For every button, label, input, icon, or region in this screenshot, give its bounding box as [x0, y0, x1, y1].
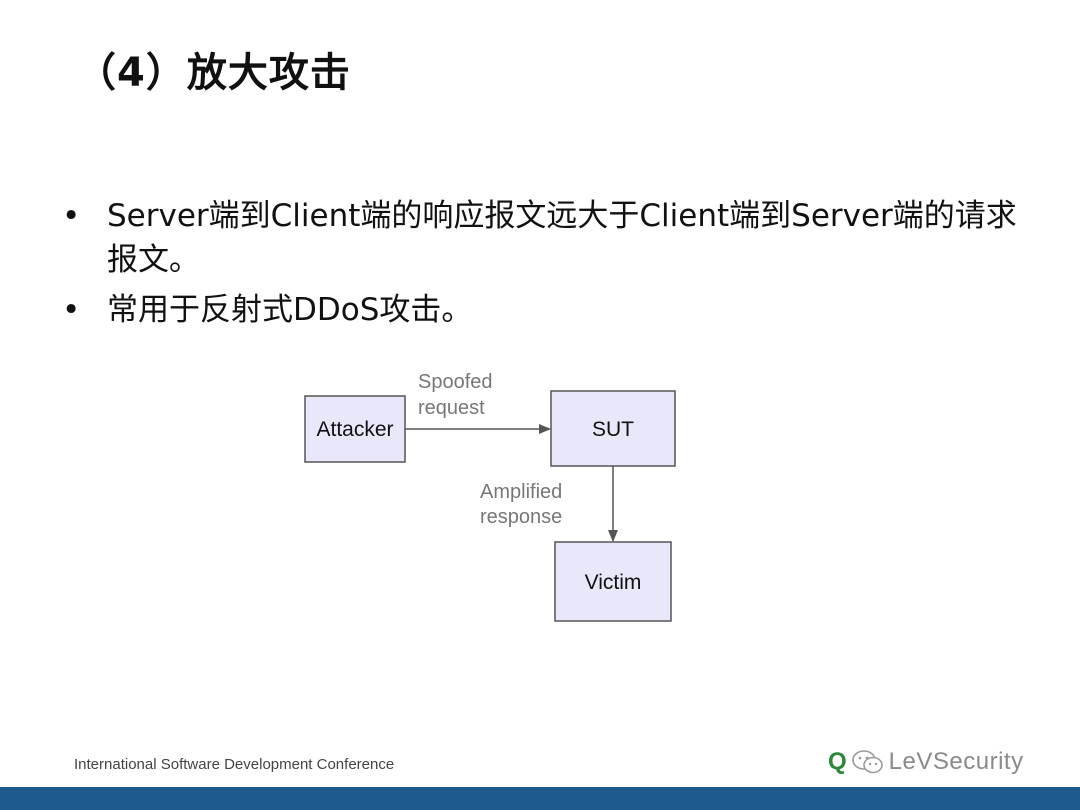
spoofed-label-line2: request	[418, 397, 485, 419]
amplified-label-line2: response	[480, 506, 562, 528]
logo-letter: Q	[828, 748, 847, 775]
sut-label: SUT	[592, 418, 634, 441]
bullet-dot: •	[62, 292, 81, 328]
victim-node	[554, 541, 672, 622]
account-name: LeVSecurity	[888, 748, 1024, 775]
bullet-text: Server端到Client端的响应报文远大于Client端到Server端的请…	[107, 198, 1017, 278]
spoofed-label-line1: Spoofed	[418, 371, 493, 393]
sut-node	[550, 390, 676, 467]
attacker-label: Attacker	[316, 418, 393, 441]
bullet-text: 常用于反射式DDoS攻击。	[107, 292, 473, 328]
bullet-dot: •	[62, 198, 81, 234]
victim-label: Victim	[585, 571, 642, 594]
bullet-item: • 常用于反射式DDoS攻击。	[60, 288, 1020, 332]
slide-title: （4）放大攻击	[76, 50, 351, 96]
conference-name: International Software Development Confe…	[74, 756, 395, 773]
amplification-diagram: Attacker SUT Victim Spoofed request Ampl…	[304, 371, 676, 622]
wechat-icon	[851, 750, 883, 774]
bullet-list: • Server端到Client端的响应报文远大于Client端到Server端…	[60, 194, 1020, 338]
footer-bar	[0, 787, 1080, 810]
attacker-node	[304, 395, 406, 463]
footer-logo: Q LeVSecurity	[828, 744, 1024, 780]
bullet-item: • Server端到Client端的响应报文远大于Client端到Server端…	[60, 194, 1020, 282]
amplified-label-line1: Amplified	[480, 481, 562, 503]
